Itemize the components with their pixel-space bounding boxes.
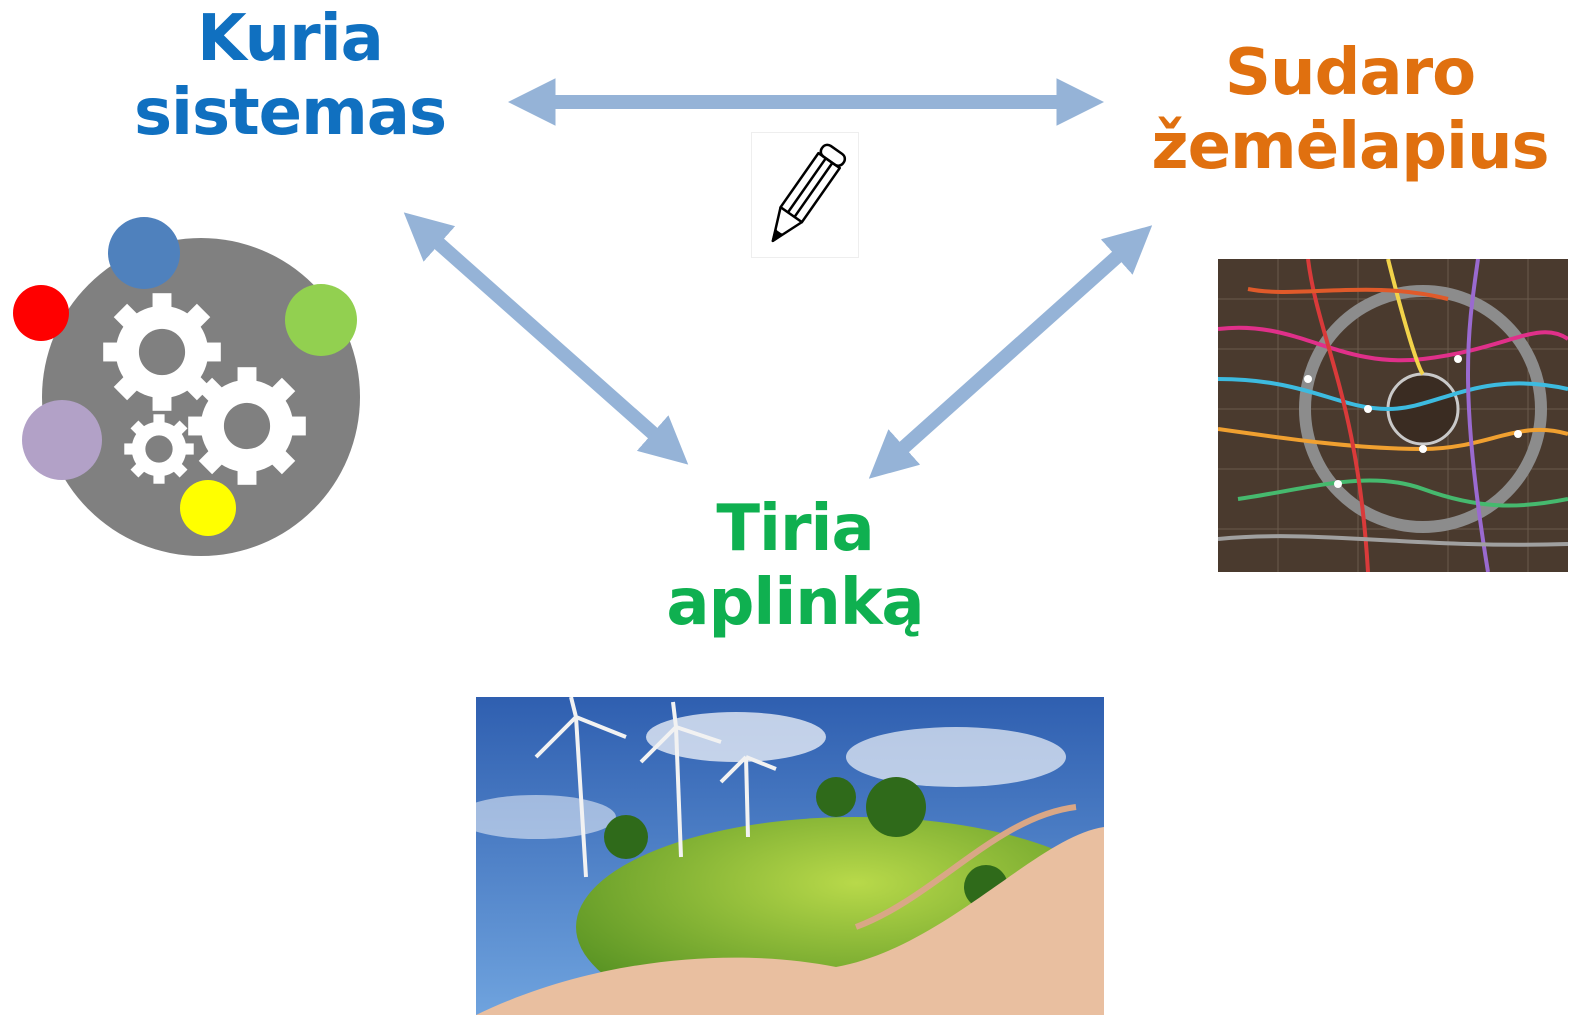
earth-in-hand-image xyxy=(476,697,1104,1015)
label-systems: Kuria sistemas xyxy=(110,2,470,150)
label-maps-line2: žemėlapius xyxy=(1151,110,1549,184)
label-environment-line2: aplinką xyxy=(666,566,924,640)
label-systems-line2: sistemas xyxy=(133,76,447,150)
label-systems-line1: Kuria xyxy=(197,2,384,76)
label-environment-line1: Tiria xyxy=(716,492,874,566)
arrow-maps-environment xyxy=(868,225,1153,479)
label-environment: Tiria aplinką xyxy=(610,492,980,640)
pencil-icon xyxy=(752,133,858,257)
label-maps-line1: Sudaro xyxy=(1224,36,1476,110)
arrow-systems-environment xyxy=(403,212,689,465)
label-maps: Sudaro žemėlapius xyxy=(1140,36,1560,184)
metro-map-image xyxy=(1218,259,1568,572)
